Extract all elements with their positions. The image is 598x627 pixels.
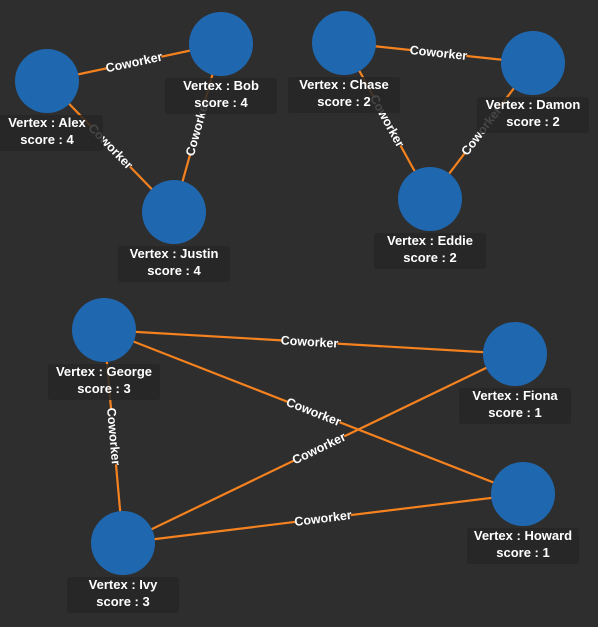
edge-label-group: Coworker <box>409 42 468 64</box>
vertex-label-background <box>118 246 230 282</box>
edge-label-background <box>285 394 342 430</box>
edge-label: Coworker <box>290 430 348 468</box>
vertex-score-label: score : 4 <box>194 95 248 110</box>
edge-label-group: Coworker <box>284 394 343 430</box>
edge-label: Coworker <box>104 50 163 76</box>
vertex-name-label: Vertex : Chase <box>299 77 389 92</box>
vertex-circle[interactable] <box>72 298 136 362</box>
vertex-score-label: score : 4 <box>20 132 74 147</box>
vertex-label-background <box>67 577 179 613</box>
vertex-label-background <box>165 78 277 114</box>
vertex-score-label: score : 2 <box>506 114 559 129</box>
vertex-circle[interactable] <box>15 49 79 113</box>
vertex-name-label: Vertex : Justin <box>130 246 219 261</box>
vertex-circle[interactable] <box>189 12 253 76</box>
edge-label-group: Coworker <box>290 429 348 468</box>
vertex-name-label: Vertex : Eddie <box>387 233 473 248</box>
edge-label-group: Coworker <box>104 49 164 76</box>
vertex-name-label: Vertex : George <box>56 364 152 379</box>
edge-label-background <box>294 507 352 530</box>
vertex-circle[interactable] <box>491 462 555 526</box>
nodes-layer: Vertex : Alex score : 4 Vertex : Bob score … <box>0 11 589 613</box>
edge-label: Coworker <box>294 508 353 529</box>
vertex-name-label: Vertex : Ivy <box>89 577 158 592</box>
vertex-name-label: Vertex : Alex <box>8 115 86 130</box>
vertex-george[interactable]: Vertex : George score : 3 <box>48 298 160 400</box>
vertex-circle[interactable] <box>483 322 547 386</box>
vertex-circle[interactable] <box>142 180 206 244</box>
edge-label-background <box>105 49 163 76</box>
vertex-damon[interactable]: Vertex : Damon score : 2 <box>477 31 589 133</box>
vertex-label-background <box>374 233 486 269</box>
vertex-circle[interactable] <box>501 31 565 95</box>
vertex-score-label: score : 3 <box>96 594 149 609</box>
vertex-eddie[interactable]: Vertex : Eddie score : 2 <box>374 167 486 269</box>
vertex-score-label: score : 4 <box>147 263 201 278</box>
edges-layer <box>46 41 534 545</box>
vertex-score-label: score : 2 <box>403 250 456 265</box>
vertex-label-background <box>459 388 571 424</box>
vertex-circle[interactable] <box>312 11 376 75</box>
vertex-justin[interactable]: Vertex : Justin score : 4 <box>118 180 230 282</box>
vertex-circle[interactable] <box>398 167 462 231</box>
vertex-score-label: score : 1 <box>496 545 549 560</box>
vertex-howard[interactable]: Vertex : Howard score : 1 <box>467 462 579 564</box>
edge-label: Coworker <box>409 43 468 63</box>
vertex-circle[interactable] <box>91 511 155 575</box>
vertex-score-label: score : 2 <box>317 94 370 109</box>
vertex-label-background <box>0 115 103 151</box>
edge-label-group: Coworker <box>103 407 124 466</box>
vertex-label-background <box>48 364 160 400</box>
vertex-name-label: Vertex : Fiona <box>472 388 558 403</box>
vertex-ivy[interactable]: Vertex : Ivy score : 3 <box>67 511 179 613</box>
vertex-fiona[interactable]: Vertex : Fiona score : 1 <box>459 322 571 424</box>
vertex-name-label: Vertex : Damon <box>486 97 581 112</box>
vertex-label-background <box>288 77 400 113</box>
vertex-chase[interactable]: Vertex : Chase score : 2 <box>288 11 400 113</box>
vertex-alex[interactable]: Vertex : Alex score : 4 <box>0 49 103 151</box>
vertex-bob[interactable]: Vertex : Bob score : 4 <box>165 12 277 114</box>
edge-label-background <box>103 408 124 465</box>
edge-label-background <box>281 332 338 352</box>
edge-label-background <box>290 429 348 468</box>
vertex-label-background <box>477 97 589 133</box>
edge-label: Coworker <box>280 333 339 350</box>
vertex-name-label: Vertex : Howard <box>474 528 572 543</box>
vertex-score-label: score : 3 <box>77 381 130 396</box>
edge-label-group: Coworker <box>294 507 353 530</box>
vertex-score-label: score : 1 <box>488 405 541 420</box>
edge-label-group: Coworker <box>280 332 339 352</box>
vertex-name-label: Vertex : Bob <box>183 78 259 93</box>
vertex-label-background <box>467 528 579 564</box>
edge-label: Coworker <box>104 407 123 466</box>
edge-label-background <box>410 42 467 64</box>
